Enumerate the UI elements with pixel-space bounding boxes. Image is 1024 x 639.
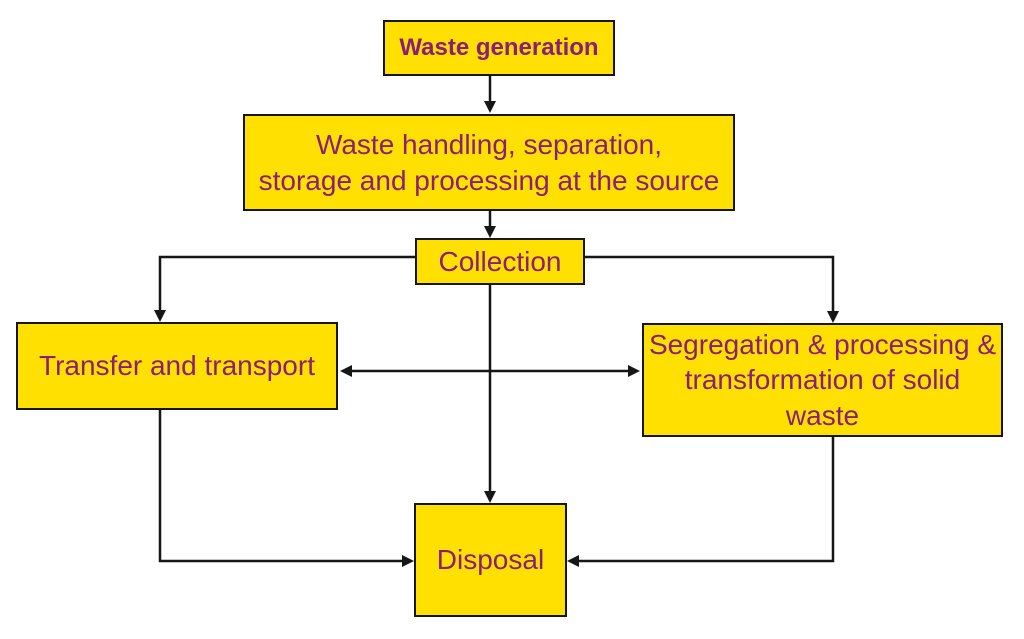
- node-transfer-and-transport-label: Transfer and transport: [39, 350, 315, 382]
- node-segregation-processing-label: Segregation & processing & transformatio…: [648, 329, 997, 431]
- edge-collection-to-segregation: [585, 255, 839, 323]
- edge-handling-to-collection: [484, 211, 496, 238]
- edge-segregation-to-disposal: [567, 437, 835, 567]
- edge-transfer-segregation-bidirectional: [340, 365, 640, 377]
- node-collection: Collection: [415, 238, 585, 285]
- node-segregation-processing: Segregation & processing & transformatio…: [642, 323, 1003, 437]
- edge-transfer-to-disposal: [158, 410, 414, 567]
- node-transfer-and-transport: Transfer and transport: [16, 322, 338, 410]
- node-waste-handling: Waste handling, separation, storage and …: [243, 114, 735, 211]
- edge-collection-to-disposal: [484, 285, 496, 503]
- edge-collection-to-transfer: [154, 255, 415, 322]
- edge-generation-to-handling: [484, 76, 496, 113]
- node-waste-handling-label: Waste handling, separation, storage and …: [258, 129, 720, 196]
- node-disposal: Disposal: [414, 503, 567, 617]
- node-waste-generation-label: Waste generation: [399, 33, 599, 61]
- node-collection-label: Collection: [438, 245, 562, 277]
- node-disposal-label: Disposal: [436, 544, 545, 576]
- node-waste-generation: Waste generation: [383, 20, 615, 76]
